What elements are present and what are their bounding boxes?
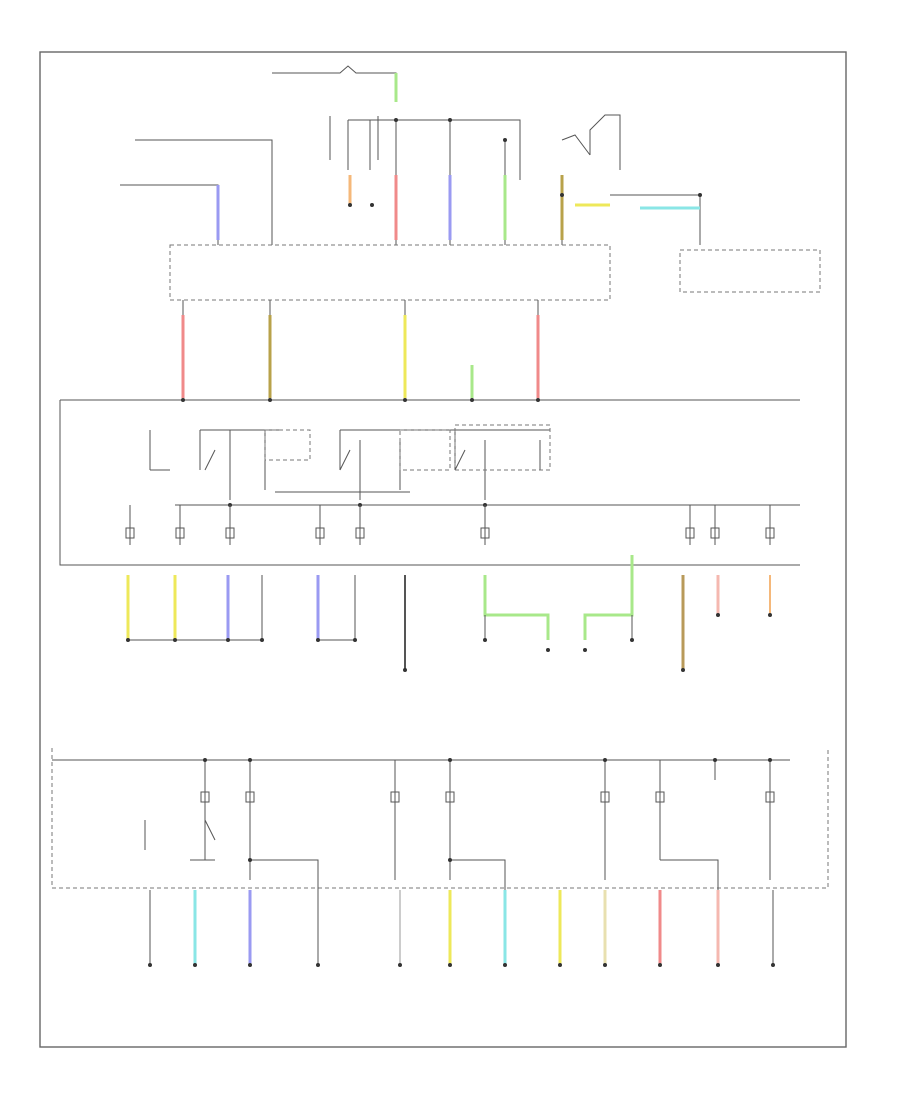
- relay-box-1: [264, 429, 311, 461]
- diagram-frame: [39, 51, 847, 1048]
- relay-box-2: [399, 429, 451, 471]
- module-outputs: [59, 300, 800, 566]
- control-module-box: [169, 244, 611, 301]
- bottom-section: [51, 748, 829, 890]
- fuse-row-1: [125, 505, 775, 545]
- relay-box-top-right: [679, 249, 821, 293]
- bottom-outputs: [148, 890, 775, 967]
- relay-row: [149, 424, 800, 507]
- mid-wires: [126, 555, 772, 672]
- relay-box-3: [454, 424, 551, 471]
- top-supply-section: [120, 65, 821, 293]
